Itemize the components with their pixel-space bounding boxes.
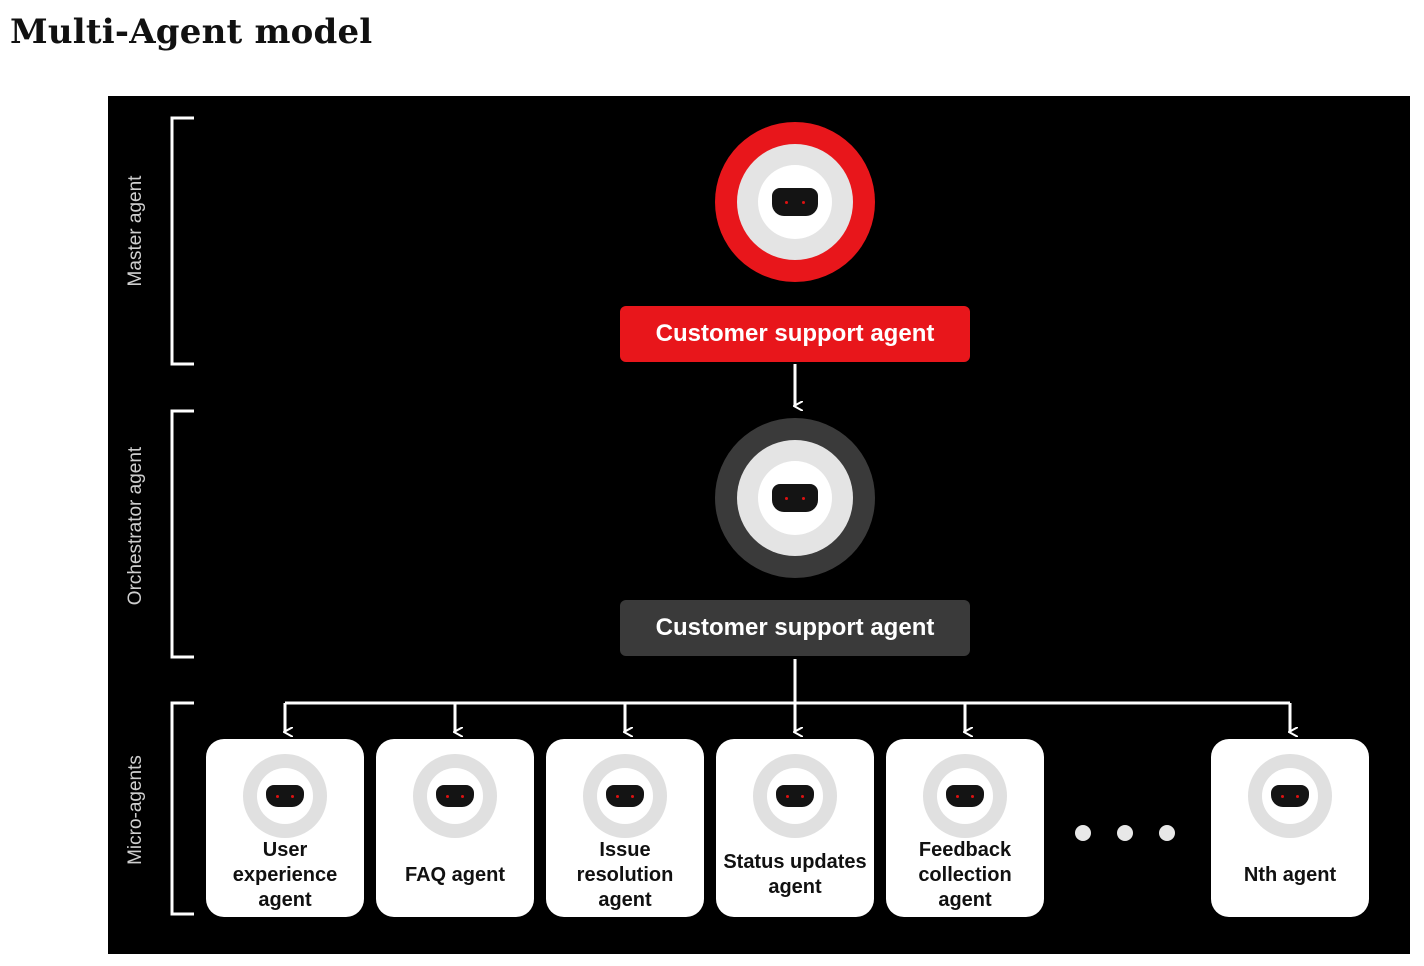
master-agent-avatar	[715, 122, 875, 282]
micro-agent-avatar	[413, 754, 497, 838]
micro-agent-avatar	[243, 754, 327, 838]
micro-agent-label: User experience agent	[232, 838, 338, 911]
micro-agent-card: Status updates agent	[716, 739, 874, 917]
micro-agent-label: FAQ agent	[404, 863, 505, 886]
micro-agent-avatar	[923, 754, 1007, 838]
bracket-micro	[170, 701, 194, 916]
micro-agent-label: Feedback collection agent	[918, 838, 1012, 911]
diagram-canvas: Master agent Orchestrator agent Micro-ag…	[108, 96, 1410, 954]
micro-agent-avatar	[583, 754, 667, 838]
micro-agent-label: Nth agent	[1243, 863, 1337, 886]
connectors	[170, 116, 1410, 916]
micro-agent-label: Issue resolution agent	[576, 838, 674, 911]
bracket-master	[170, 116, 194, 366]
tier-label-master: Master agent	[125, 175, 146, 287]
micro-agent-label: Status updates agent	[723, 851, 867, 898]
micro-agent-avatar	[753, 754, 837, 838]
orchestrator-agent-avatar	[715, 418, 875, 578]
tier-label-orchestrator: Orchestrator agent	[125, 446, 146, 606]
micro-agent-card: Feedback collection agent	[886, 739, 1044, 917]
micro-agent-card: User experience agent	[206, 739, 364, 917]
bracket-orchestrator	[170, 409, 194, 659]
robot-face-icon	[946, 785, 984, 807]
robot-face-icon	[606, 785, 644, 807]
master-agent-label: Customer support agent	[620, 306, 970, 362]
micro-agent-card: FAQ agent	[376, 739, 534, 917]
page-title: Multi-Agent model	[10, 12, 373, 52]
micro-agent-card: Nth agent	[1211, 739, 1369, 917]
robot-face-icon	[772, 484, 818, 512]
ellipsis-dot	[1159, 825, 1175, 841]
micro-agent-avatar	[1248, 754, 1332, 838]
ellipsis-dot	[1117, 825, 1133, 841]
ellipsis-dot	[1075, 825, 1091, 841]
orchestrator-agent-label: Customer support agent	[620, 600, 970, 656]
robot-face-icon	[772, 188, 818, 216]
robot-face-icon	[266, 785, 304, 807]
robot-face-icon	[1271, 785, 1309, 807]
robot-face-icon	[436, 785, 474, 807]
tier-label-micro: Micro-agents	[125, 755, 146, 865]
robot-face-icon	[776, 785, 814, 807]
micro-agent-card: Issue resolution agent	[546, 739, 704, 917]
